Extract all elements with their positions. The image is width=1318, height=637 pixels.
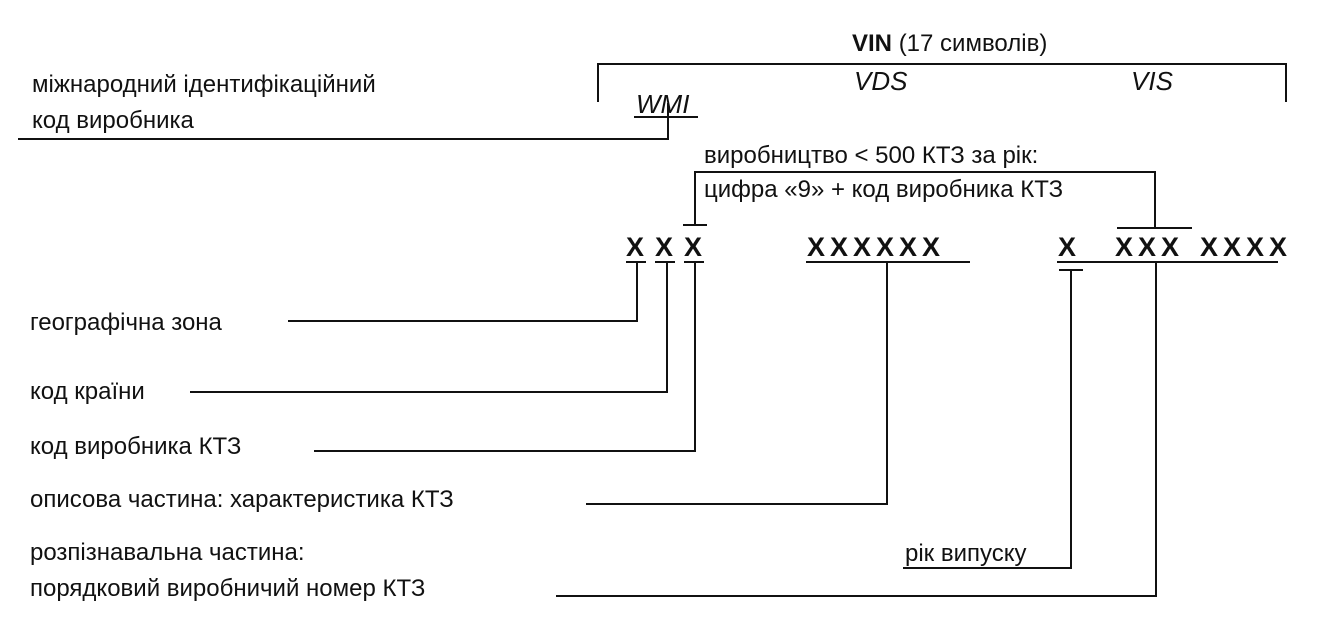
vds-label: VDS (854, 66, 908, 96)
vis-chars-mid: XXX (1115, 232, 1184, 262)
small-production-note-line2: цифра «9» + код виробника КТЗ (704, 176, 1063, 203)
model-year-label: рік випуску (905, 540, 1027, 567)
identification-part-label-line1: розпізнавальна частина: (30, 539, 305, 566)
vin-length-note: (17 символів) (899, 30, 1048, 57)
vis-chars-rest: XXXX (1200, 232, 1292, 262)
vis-label: VIS (1131, 66, 1174, 96)
manufacturer-id-label-line1: міжнародний ідентифікаційний (32, 71, 376, 98)
wmi-char-2: X (655, 232, 678, 262)
small-production-note-line1: виробництво < 500 КТЗ за рік: (704, 142, 1038, 169)
wmi-char-3: X (684, 232, 707, 262)
vin-name: VIN (852, 30, 892, 57)
vis-char-year: X (1058, 232, 1081, 262)
manufacturer-code-label: код виробника КТЗ (30, 433, 241, 460)
descriptive-part-connector (586, 263, 888, 505)
manufacturer-code-connector (314, 263, 696, 452)
vds-chars: XXXXXX (807, 232, 945, 262)
small-production-bracket (694, 171, 1156, 228)
vin-bracket (597, 63, 1287, 102)
wmi-connector (18, 103, 669, 140)
descriptive-part-label: описова частина: характеристика КТЗ (30, 486, 454, 513)
manufacturer-id-label-line2: код виробника (32, 107, 195, 134)
identification-part-label-line2: порядковий виробничий номер КТЗ (30, 575, 425, 602)
country-code-label: код країни (30, 378, 145, 405)
country-code-connector (190, 263, 668, 393)
geo-zone-label: географічна зона (30, 309, 223, 336)
geo-zone-connector (288, 263, 638, 322)
model-year-connector (903, 270, 1072, 569)
wmi-char-1: X (626, 232, 649, 262)
wmi-label: WMI (636, 89, 689, 119)
identification-part-connector (556, 263, 1157, 597)
vin-title: VIN (17 символів) (852, 30, 1047, 57)
